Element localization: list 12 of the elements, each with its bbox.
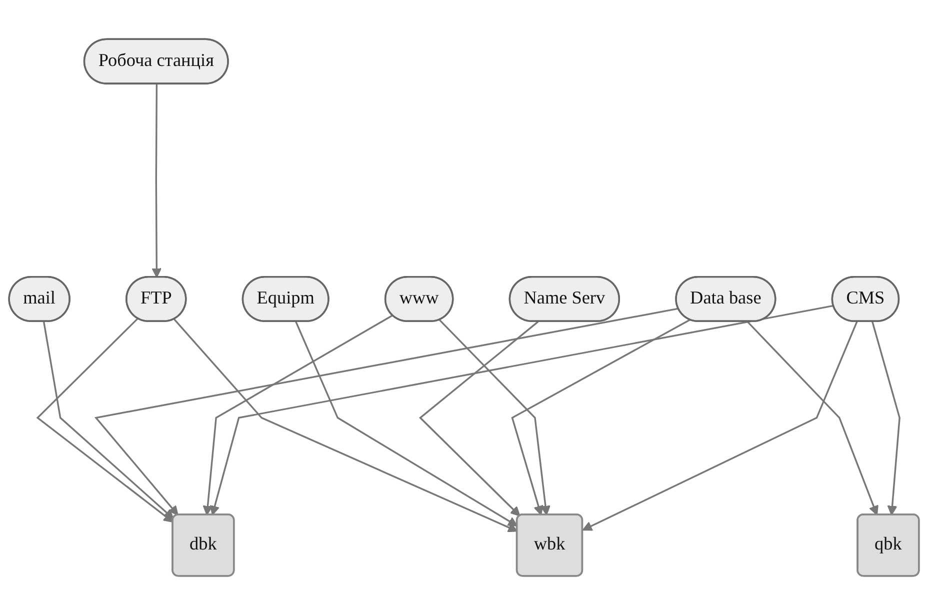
arrow xyxy=(582,321,858,531)
arrow xyxy=(152,84,162,278)
arrow xyxy=(295,321,518,526)
arrow xyxy=(210,304,834,516)
arrow xyxy=(872,321,900,516)
arrow xyxy=(418,321,539,516)
arrow xyxy=(746,321,878,516)
arrow xyxy=(94,308,679,516)
arrow xyxy=(174,318,518,532)
arrow xyxy=(511,319,690,516)
arrow xyxy=(439,319,550,516)
arrow xyxy=(202,314,393,516)
